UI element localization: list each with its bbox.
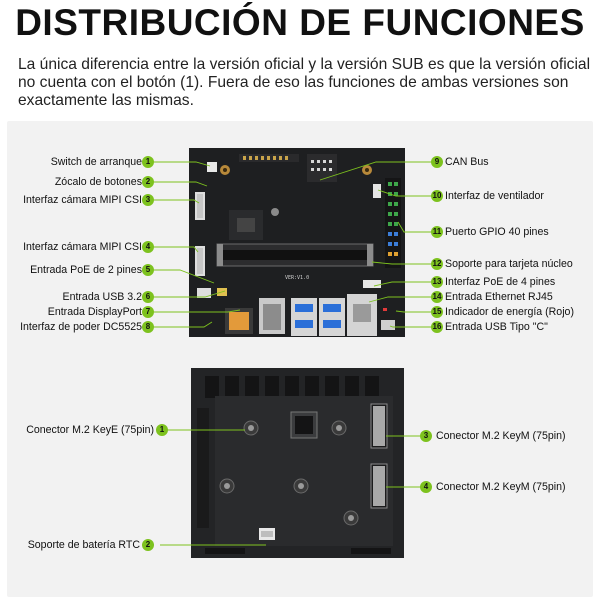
label-mipi-csi-1: Interfaz cámara MIPI CSI (23, 194, 142, 206)
carrier-board-bottom-view (191, 368, 404, 558)
badge-7: 7 (142, 306, 154, 318)
carrier-board-top-view: VER:V1.0 (189, 148, 405, 337)
label-rtc-battery: Soporte de batería RTC (27, 539, 140, 551)
badge-b1: 1 (156, 424, 168, 436)
intro-paragraph: La única diferencia entre la versión ofi… (18, 56, 591, 109)
badge-8: 8 (142, 321, 154, 333)
badge-1: 1 (142, 156, 154, 168)
label-gpio: Puerto GPIO 40 pines (445, 226, 549, 238)
label-button-socket: Zócalo de botones (54, 176, 142, 188)
badge-16: 16 (431, 321, 443, 333)
badge-2: 2 (142, 176, 154, 188)
label-poe-4pin: Interfaz PoE de 4 pines (445, 276, 556, 288)
label-boot-switch: Switch de arranque (50, 156, 142, 168)
badge-10: 10 (431, 190, 443, 202)
board-silkscreen: VER:V1.0 (285, 275, 309, 281)
badge-3: 3 (142, 194, 154, 206)
badge-15: 15 (431, 306, 443, 318)
label-can-bus: CAN Bus (445, 156, 489, 168)
label-rj45: Entrada Ethernet RJ45 (445, 291, 553, 303)
carrier-board-top-art: VER:V1.0 (189, 148, 405, 337)
carrier-board-bottom-art (191, 368, 404, 558)
badge-14: 14 (431, 291, 443, 303)
badge-5: 5 (142, 264, 154, 276)
label-displayport: Entrada DisplayPort (47, 306, 142, 318)
badge-9: 9 (431, 156, 443, 168)
badge-4: 4 (142, 241, 154, 253)
label-core-module-slot: Soporte para tarjeta núcleo (445, 258, 573, 270)
label-dc5525: Interfaz de poder DC5525 (20, 321, 142, 333)
label-poe-2pin: Entrada PoE de 2 pines (30, 264, 142, 276)
label-power-led: Indicador de energía (Rojo) (445, 306, 574, 318)
label-fan: Interfaz de ventilador (445, 190, 544, 202)
page-title: DISTRIBUCIÓN DE FUNCIONES (15, 2, 585, 43)
badge-b3: 3 (420, 430, 432, 442)
label-usb32: Entrada USB 3.2 (62, 291, 143, 303)
badge-13: 13 (431, 276, 443, 288)
label-m2-keym-1: Conector M.2 KeyM (75pin) (436, 430, 566, 442)
badge-b2: 2 (142, 539, 154, 551)
badge-11: 11 (431, 226, 443, 238)
badge-b4: 4 (420, 481, 432, 493)
label-mipi-csi-2: Interfaz cámara MIPI CSI (23, 241, 142, 253)
label-m2-keye: Conector M.2 KeyE (75pin) (26, 424, 154, 436)
label-m2-keym-2: Conector M.2 KeyM (75pin) (436, 481, 566, 493)
badge-12: 12 (431, 258, 443, 270)
label-usb-c: Entrada USB Tipo "C" (445, 321, 548, 333)
badge-6: 6 (142, 291, 154, 303)
